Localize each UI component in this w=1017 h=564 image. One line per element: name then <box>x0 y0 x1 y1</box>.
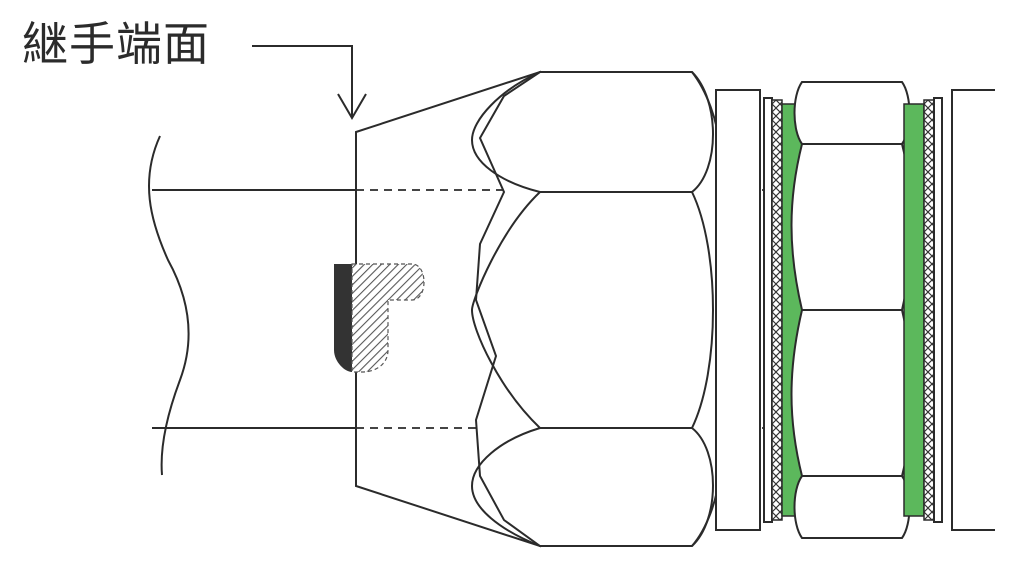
washer <box>715 89 761 531</box>
callout-leader <box>252 45 367 120</box>
gasket-right <box>903 97 943 523</box>
gasket-left <box>763 97 803 523</box>
hex-nut <box>470 71 721 547</box>
callout-label: 継手端面 <box>22 17 210 71</box>
insertion-depth-mark <box>334 263 425 373</box>
outlet-pipe <box>951 89 995 531</box>
pipe <box>148 135 356 476</box>
union-hex-nut <box>790 81 914 539</box>
